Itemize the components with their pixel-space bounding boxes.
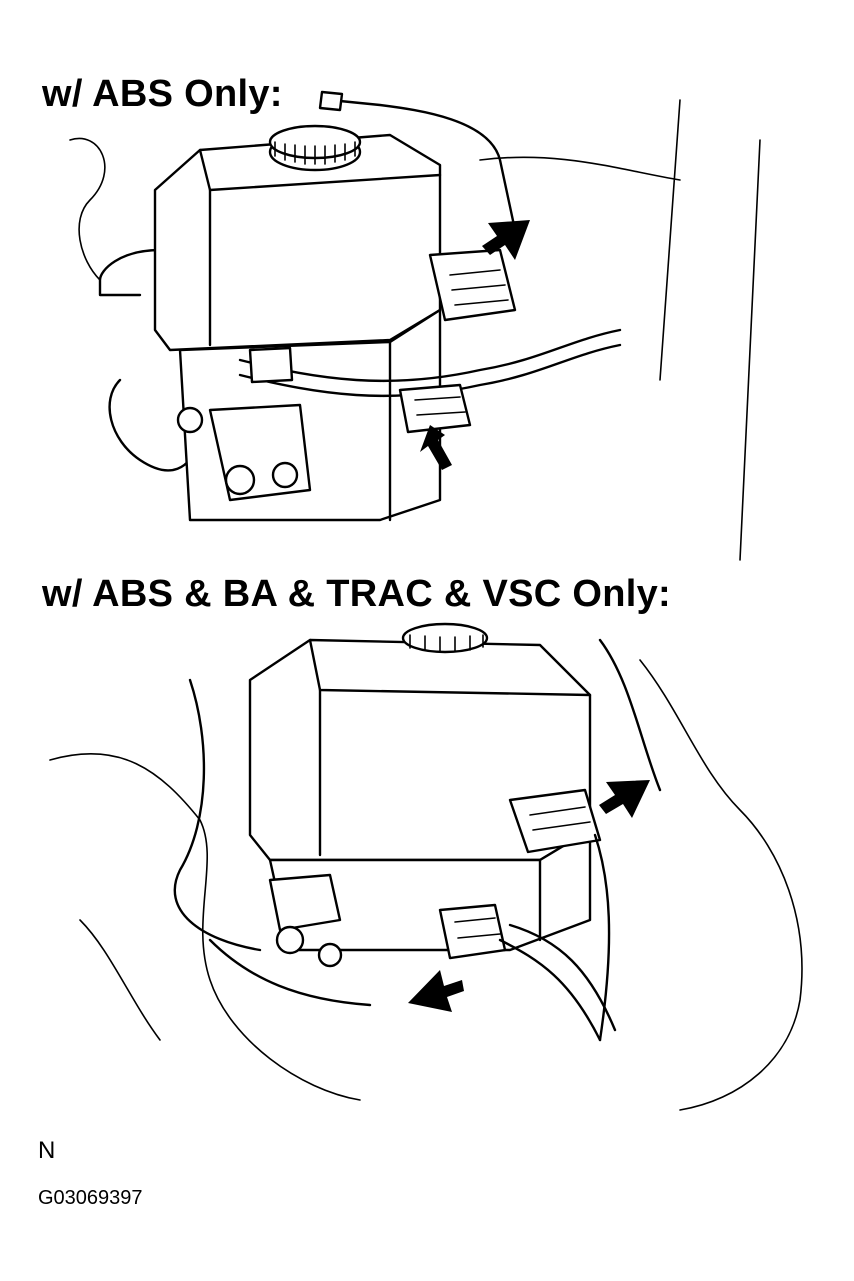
upper-connector	[508, 788, 602, 854]
orientation-mark: N	[38, 1137, 56, 1164]
reservoir-cap	[401, 622, 489, 654]
brake-line-right	[598, 638, 662, 792]
section-title-abs-ba-trac-vsc: w/ ABS & BA & TRAC & VSC Only:	[42, 573, 671, 615]
brake-line-left	[173, 678, 262, 952]
background-contour-lower	[79, 919, 161, 1041]
fender-edge-lines	[659, 99, 761, 561]
background-contour-left	[69, 137, 106, 281]
brake-line-lower	[208, 938, 372, 1007]
brake-line-left	[98, 248, 162, 297]
figure-code: G03069397	[38, 1187, 143, 1209]
abs-only-illustration	[69, 90, 761, 561]
section-title-abs-only: w/ ABS Only:	[42, 73, 283, 115]
brake-line-fitting	[318, 90, 344, 112]
brake-line-upper	[328, 98, 517, 232]
background-contour-left	[49, 752, 361, 1101]
abs-ba-trac-vsc-illustration	[49, 622, 803, 1111]
upper-connector	[428, 248, 517, 322]
background-contour-right	[639, 659, 803, 1111]
lower-connector	[438, 903, 507, 960]
wire-harness-main	[498, 938, 602, 1042]
arrow-lower-connector-icon	[420, 425, 452, 470]
wire-harness-main	[238, 328, 622, 383]
harness-clip	[248, 346, 294, 384]
master-cylinder-valves	[268, 873, 342, 932]
arrow-upper-connector-icon	[599, 780, 650, 818]
firewall-line	[479, 156, 681, 181]
arrow-upper-connector-icon	[482, 220, 530, 260]
arrow-lower-connector-icon	[408, 970, 464, 1012]
lower-connector	[398, 383, 472, 434]
